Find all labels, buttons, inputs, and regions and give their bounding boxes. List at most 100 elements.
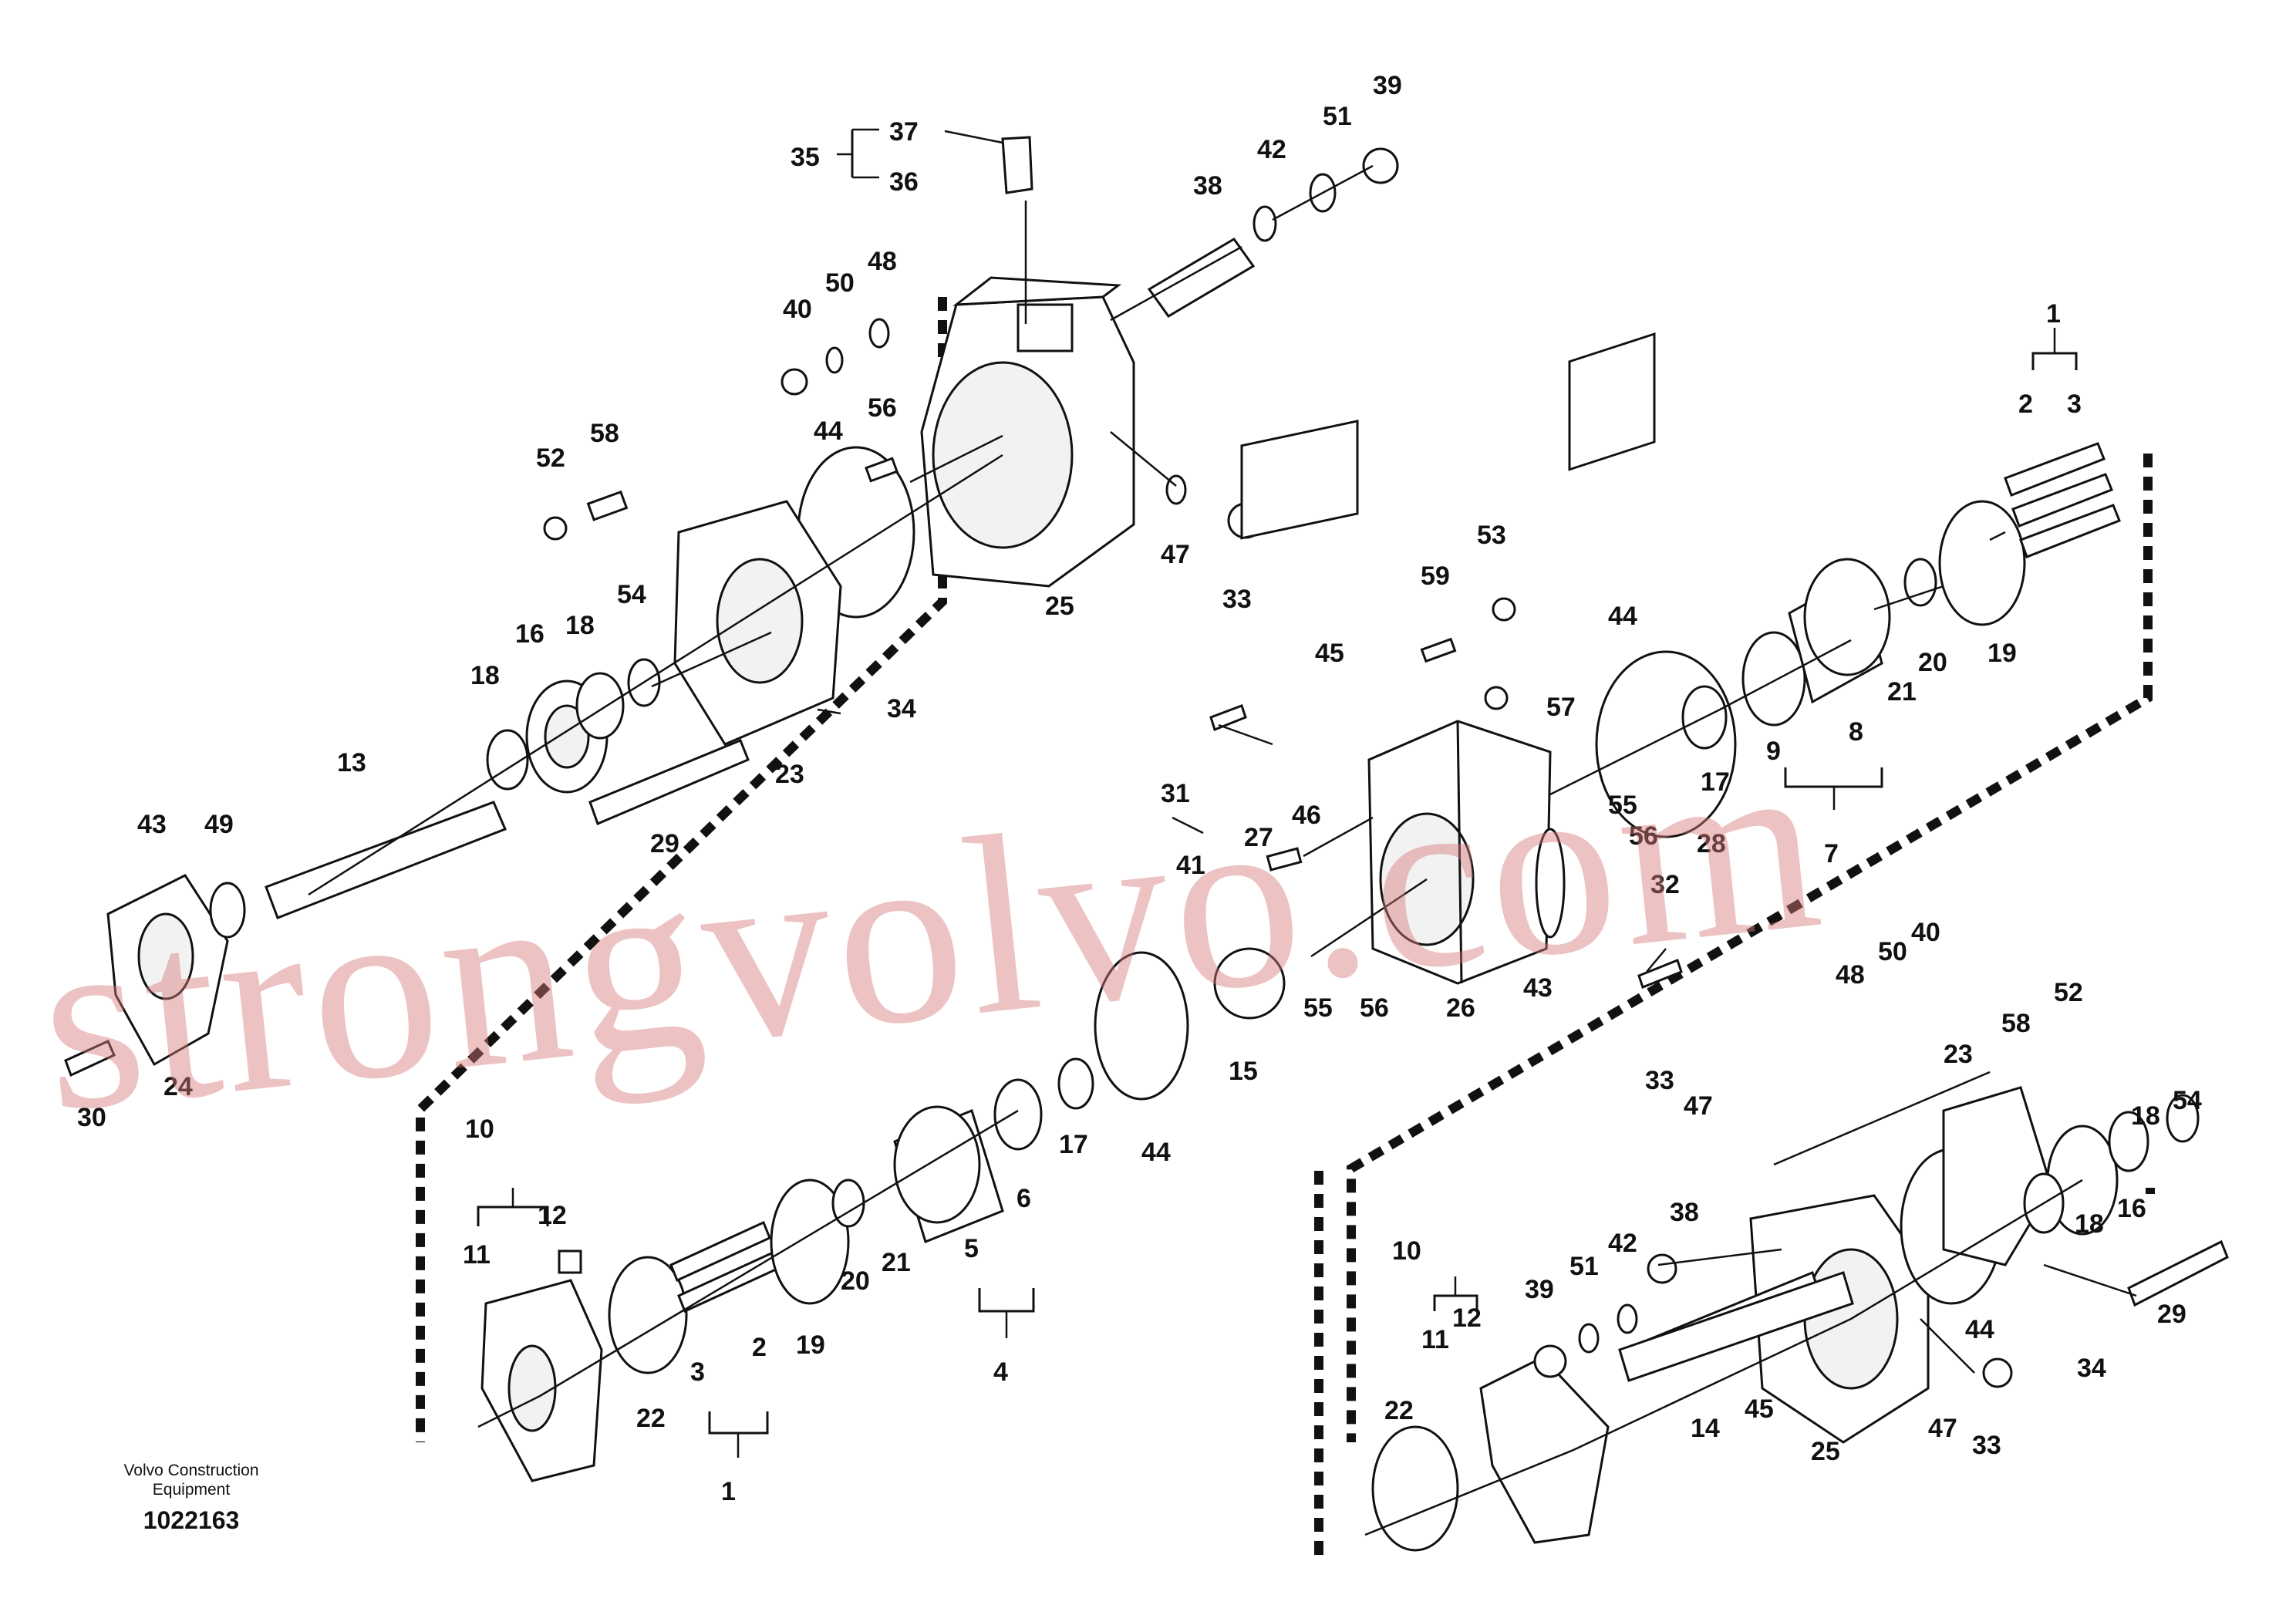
callout-38: 38 <box>1193 171 1222 201</box>
callout-47b: 47 <box>1684 1091 1713 1121</box>
pin-59 <box>1420 637 1457 663</box>
callout-6: 6 <box>1017 1184 1031 1213</box>
callout-50: 50 <box>825 268 855 298</box>
stud-58 <box>586 490 629 521</box>
fitting-36 <box>1001 136 1033 194</box>
callout-18b: 18 <box>470 661 500 690</box>
piston-set-lower <box>669 1220 779 1313</box>
callout-55a: 55 <box>1608 791 1637 820</box>
callout-44d: 44 <box>1965 1315 1994 1344</box>
retainer-19 <box>1938 500 2026 626</box>
callout-20: 20 <box>1918 648 1947 677</box>
plug-33c <box>1982 1357 2013 1388</box>
plate-9 <box>1741 631 1806 727</box>
nut-53 <box>1492 597 1516 622</box>
bolt-31 <box>1209 704 1247 731</box>
leader-lines <box>308 164 2137 1536</box>
ring-42b <box>1617 1303 1638 1334</box>
callout-51b: 51 <box>1569 1252 1599 1281</box>
ring-18d <box>2108 1111 2149 1172</box>
callout-47: 47 <box>1161 540 1190 569</box>
callout-22: 22 <box>636 1404 666 1433</box>
bush-17b <box>1057 1057 1094 1110</box>
callout-49: 49 <box>204 810 234 839</box>
callout-33b: 33 <box>1645 1066 1674 1095</box>
callout-45b: 45 <box>1745 1394 1774 1424</box>
o-ring-44c <box>1094 951 1189 1101</box>
snap-ring-54b <box>2166 1094 2200 1143</box>
callout-20b: 20 <box>841 1266 870 1296</box>
callout-33c: 33 <box>1972 1431 2001 1460</box>
callout-10: 10 <box>465 1114 494 1144</box>
callout-44c: 44 <box>1141 1138 1171 1167</box>
callout-43a: 43 <box>137 810 167 839</box>
callout-39: 39 <box>1373 71 1402 100</box>
bolt-32 <box>1637 959 1683 989</box>
company-name-line2: Equipment <box>153 1481 231 1499</box>
callout-45: 45 <box>1315 639 1344 668</box>
callout-42b: 42 <box>1608 1229 1637 1258</box>
plate-6 <box>993 1078 1043 1151</box>
seal-49 <box>209 882 246 939</box>
callout-56b: 56 <box>1629 821 1658 851</box>
callout-24: 24 <box>164 1072 193 1101</box>
callout-1-top: 1 <box>2046 299 2061 329</box>
callout-18a: 18 <box>565 611 595 640</box>
callout-2b: 2 <box>752 1333 767 1362</box>
casing-port <box>1017 303 1074 352</box>
callout-16: 16 <box>515 619 544 649</box>
drawing-number: 1022163 <box>143 1506 240 1534</box>
callout-34b: 34 <box>2077 1354 2106 1383</box>
fitting-57 <box>1484 686 1509 710</box>
callout-7: 7 <box>1824 839 1839 868</box>
callout-43b: 43 <box>1523 973 1553 1003</box>
callout-58: 58 <box>590 419 619 448</box>
callout-8: 8 <box>1849 717 1863 747</box>
gear-15 <box>1213 947 1286 1020</box>
callout-29b: 29 <box>2157 1300 2186 1329</box>
plug-33b <box>1647 1253 1677 1284</box>
callout-28: 28 <box>1697 829 1726 858</box>
ring-51b <box>1578 1323 1600 1354</box>
pin-41 <box>1266 847 1303 872</box>
pin-56 <box>865 457 899 483</box>
callout-11: 11 <box>463 1240 491 1270</box>
swash-plate-11b <box>1479 1356 1610 1544</box>
drive-shaft-14 <box>1618 1271 1854 1382</box>
callout-10b: 10 <box>1392 1236 1421 1266</box>
callout-5: 5 <box>964 1234 979 1263</box>
callout-19b: 19 <box>796 1330 825 1360</box>
callout-23b: 23 <box>1944 1040 1973 1069</box>
callout-13: 13 <box>337 748 366 777</box>
callout-17: 17 <box>1701 767 1730 797</box>
callout-52b: 52 <box>2054 978 2083 1007</box>
end-cover-rear <box>1942 1086 2053 1266</box>
callout-19: 19 <box>1988 639 2017 668</box>
callout-34: 34 <box>887 694 916 723</box>
valve-38 <box>1147 238 1256 318</box>
callout-21b: 21 <box>882 1248 911 1277</box>
callout-57: 57 <box>1546 693 1576 722</box>
callout-15: 15 <box>1229 1057 1258 1086</box>
callout-37: 37 <box>889 117 919 147</box>
callout-23: 23 <box>775 760 804 789</box>
title-block: Volvo Construction Equipment 1022163 <box>123 1462 258 1534</box>
callout-42: 42 <box>1257 135 1286 164</box>
bolt-29b <box>2127 1239 2229 1307</box>
callout-18d: 18 <box>2075 1209 2104 1239</box>
callout-3: 3 <box>2067 389 2082 419</box>
watermark: strongvolvo.com <box>29 699 1836 1165</box>
drive-shaft <box>265 801 507 919</box>
callout-50b: 50 <box>1878 937 1907 966</box>
callout-56c: 56 <box>1360 993 1389 1023</box>
callout-33: 33 <box>1222 585 1252 614</box>
callout-35: 35 <box>791 143 820 172</box>
callout-47c: 47 <box>1928 1414 1957 1443</box>
callout-55b: 55 <box>1303 993 1333 1023</box>
callout-48: 48 <box>868 247 897 276</box>
callout-16b: 16 <box>2117 1194 2146 1223</box>
callout-27: 27 <box>1244 823 1273 852</box>
callout-29: 29 <box>650 829 679 858</box>
callout-54b: 54 <box>2173 1086 2202 1115</box>
